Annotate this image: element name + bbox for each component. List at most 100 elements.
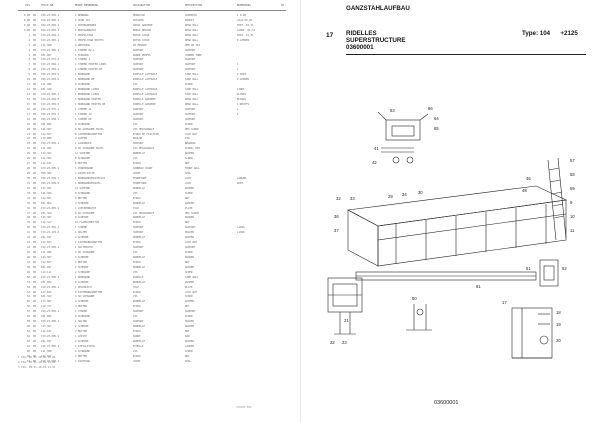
- table-cell-part: 181.882: [41, 122, 52, 126]
- table-cell-fr: ROTOR COSSE: [133, 33, 150, 37]
- table-cell-part: 113.307: [41, 152, 52, 156]
- callout-label: 36: [334, 214, 339, 219]
- table-cell-de: 12 SCHEIBE: [75, 186, 91, 190]
- parts-list-header: POS TEILE-NR MENGE BENENNUNG DESIGNATION…: [18, 4, 286, 7]
- table-cell-fr: SUPPORT: [133, 246, 144, 250]
- table-cell-fr: VIS: [133, 83, 138, 87]
- table-cell-qty: 00: [33, 310, 37, 314]
- table-cell-de: 4 ZAPFEN: [75, 137, 88, 141]
- table-cell-fr: ECROU: [133, 290, 141, 294]
- callout-label: 17: [502, 300, 507, 305]
- table-cell-de: 8 MUTTER: [75, 162, 88, 166]
- table-cell-qty: 00: [33, 162, 37, 166]
- exploded-view-drawing: 63 66 64 65 41 42 32 33 36 37 29 34 30 4…: [326, 100, 588, 400]
- table-cell-en: SUPPORT: [185, 107, 196, 111]
- table-cell-pos: 21: [26, 132, 30, 136]
- table-cell-qty: 00: [33, 14, 37, 17]
- table-cell-qty: 00: [33, 53, 37, 57]
- table-cell-pos: 30: [26, 176, 30, 180]
- table-cell-pos: 55: [26, 300, 30, 304]
- header-part-number: TEILE-NR: [41, 4, 54, 7]
- header-rule: [18, 10, 286, 11]
- table-cell-part: 113.307: [41, 216, 52, 220]
- table-cell-de: 1 DECKBLECH: [75, 285, 92, 289]
- callout-label: 37: [334, 228, 339, 233]
- table-cell-part: 159.23.082.2: [41, 68, 60, 72]
- table-cell-pos: 49: [26, 270, 30, 274]
- table-cell-pos: 66: [26, 354, 30, 358]
- table-cell-de: 1 STREBE 12: [75, 112, 92, 116]
- table-cell-pos: 1: [28, 33, 30, 37]
- table-cell-de: 1 STREBE HINTEN RE: [75, 68, 103, 72]
- table-cell-en: SUPPORT: [185, 246, 196, 250]
- table-cell-part: 159.23.005.1: [41, 320, 60, 324]
- table-cell-qty: 00: [33, 83, 37, 87]
- callout-label: 22: [330, 340, 335, 345]
- footnote: 2 FIG: 89.51.10.01.11.02: [18, 361, 56, 364]
- table-cell-de: 1 BORDWAND: [75, 275, 91, 279]
- table-cell-en: SUPPORT: [185, 58, 196, 62]
- table-cell-qty: 00: [33, 201, 37, 205]
- page-divider: [300, 0, 301, 422]
- table-cell-en: WASHER: [185, 201, 195, 205]
- table-cell-pos: 28: [26, 167, 30, 171]
- table-cell-de: 1 HALTER: [75, 320, 88, 324]
- table-cell-rm: LINKS: [237, 88, 245, 92]
- figure-code: 03600001: [434, 400, 459, 406]
- table-cell-part: 111.300: [41, 251, 52, 254]
- table-cell-en: SCREW: [185, 157, 193, 161]
- table-cell-pos: 8: [28, 68, 30, 72]
- table-cell-fr: SUPPORT: [133, 142, 144, 146]
- table-cell-de: 1 BORDWANDVERSCHLUSS: [75, 176, 106, 180]
- table-cell-fr: VIS: [133, 270, 138, 274]
- table-cell-pos: 40: [26, 226, 30, 230]
- table-cell-part: 159.23.005.8: [41, 97, 60, 101]
- table-cell-de: 12 SCHEIBE: [75, 152, 91, 156]
- table-cell-qty: 00: [33, 315, 37, 319]
- table-cell-de: 1 LEISTE: [75, 334, 88, 338]
- header-english: DESCRIPTION: [185, 4, 202, 7]
- table-cell-pos: 43: [26, 241, 30, 245]
- table-cell-qty: 00: [33, 122, 37, 126]
- table-cell-pos: 20: [26, 127, 30, 131]
- table-cell-qty: 00: [33, 206, 37, 210]
- table-cell-part: 112.027: [41, 196, 52, 200]
- callout-label: 34: [402, 192, 407, 197]
- table-cell-de: 1 PROFILSTAB RECHTS: [75, 38, 104, 42]
- callout-label: 9: [570, 200, 573, 205]
- table-cell-part: 159.23.005.1: [41, 310, 60, 314]
- lock-detail: [511, 307, 553, 359]
- table-cell-qty: 00: [33, 325, 37, 329]
- table-cell-part: 159.23.005.1: [41, 334, 60, 338]
- table-cell-de: 1 LUECKENBLECH: [75, 206, 97, 210]
- table-cell-pos: 53: [26, 290, 30, 294]
- table-cell-part: 158.23.005.1: [41, 18, 60, 22]
- table-cell-fr: SUPPORT: [133, 68, 144, 72]
- callout-label: 58: [570, 172, 575, 177]
- table-cell-pos: 62: [26, 334, 30, 338]
- table-cell-pos: 0,00: [23, 18, 30, 22]
- callout-label: 48: [522, 188, 527, 193]
- table-cell-qty: 00: [33, 176, 37, 180]
- table-cell-part: 159.23.270.0: [41, 231, 60, 235]
